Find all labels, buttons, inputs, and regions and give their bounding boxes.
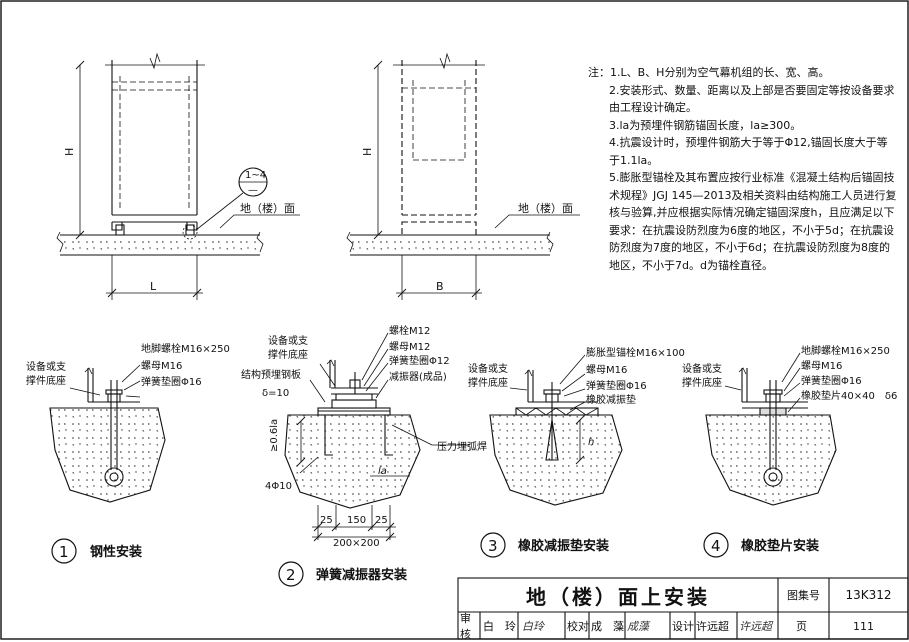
notes-block: 注： 1.L、B、H分别为空气幕机组的长、宽、高。 2.安装形式、数量、距离以及… bbox=[588, 64, 898, 274]
front-floor-label: 地（楼）面 bbox=[240, 201, 295, 215]
d2-la: la bbox=[378, 466, 387, 477]
review-name: 白 玲 bbox=[483, 620, 516, 633]
d2-label-2: 螺母M12 bbox=[389, 341, 430, 353]
d1-base-2: 撑件底座 bbox=[26, 374, 66, 387]
d2-label-1: 螺栓M12 bbox=[389, 324, 430, 337]
callout-top: 1~4 bbox=[245, 170, 266, 181]
d3-base-1: 设备或支 bbox=[468, 362, 508, 375]
page-label: 页 bbox=[796, 620, 807, 633]
d2-depth: ≥0.6la bbox=[269, 419, 280, 452]
note-4: 4.抗震设计时，预埋件钢筋大于等于Φ12,锚固长度大于等于1.1la。 bbox=[609, 136, 888, 167]
side-dim-b: B bbox=[436, 280, 444, 293]
caption-4: 4 橡胶垫片安装 bbox=[703, 532, 819, 558]
page-number: 111 bbox=[853, 619, 874, 633]
d2-total: 200×200 bbox=[333, 538, 380, 549]
detail-3-drawing bbox=[489, 354, 623, 506]
drawing-title: 地（楼）面上安装 bbox=[526, 584, 710, 609]
svg-text:钢性安装: 钢性安装 bbox=[90, 544, 142, 560]
d3-base-2: 撑件底座 bbox=[468, 376, 508, 389]
title-block: 地（楼）面上安装 图集号 13K312 审核 白 玲 白玲 校对 成 藻 成藻 … bbox=[458, 578, 908, 642]
d3-depth: h bbox=[588, 437, 594, 448]
design-name: 许远超 bbox=[696, 620, 729, 633]
detail-2-drawing bbox=[284, 332, 470, 542]
atlas-number: 13K312 bbox=[845, 588, 892, 602]
svg-text:橡胶减振垫安装: 橡胶减振垫安装 bbox=[518, 538, 609, 554]
d3-label-1: 膨胀型锚栓M16×100 bbox=[586, 346, 685, 359]
svg-text:弹簧减振器安装: 弹簧减振器安装 bbox=[316, 567, 407, 583]
svg-text:1: 1 bbox=[59, 543, 69, 561]
check-key: 校对 bbox=[567, 620, 589, 633]
d4-label-4: 橡胶垫片40×40 δ6 bbox=[801, 389, 897, 402]
title-block-frame bbox=[457, 577, 909, 640]
detail-1-drawing bbox=[49, 364, 166, 503]
d4-label-2: 螺母M16 bbox=[801, 360, 842, 372]
d2-dim-1: 25 bbox=[320, 515, 333, 526]
d2-weld: 压力埋弧焊 bbox=[437, 440, 487, 453]
caption-2: 2 弹簧减振器安装 bbox=[278, 561, 407, 587]
side-view bbox=[346, 52, 580, 300]
d1-base-1: 设备或支 bbox=[26, 360, 66, 373]
front-dim-h: H bbox=[63, 148, 76, 156]
atlas-label: 图集号 bbox=[787, 589, 820, 602]
d4-base-2: 撑件底座 bbox=[682, 376, 722, 389]
svg-text:3: 3 bbox=[488, 537, 498, 555]
svg-text:4: 4 bbox=[711, 537, 721, 555]
d2-dim-3: 25 bbox=[375, 515, 388, 526]
note-5: 5.膨胀型锚栓及其布置应按行业标准《混凝土结构后锚固技术规程》JGJ 145—2… bbox=[609, 171, 897, 272]
d2-delta: δ=10 bbox=[262, 388, 289, 399]
d2-rebar: 4Φ10 bbox=[265, 481, 292, 492]
side-dim-h: H bbox=[361, 148, 374, 156]
d2-plate: 结构预埋钢板 bbox=[241, 368, 301, 381]
d1-label-1: 地脚螺栓M16×250 bbox=[141, 342, 230, 355]
check-name: 成 藻 bbox=[591, 620, 624, 633]
d4-base-1: 设备或支 bbox=[682, 362, 722, 375]
review-key: 审核 bbox=[460, 612, 471, 641]
detail-4-drawing bbox=[705, 352, 837, 506]
svg-text:橡胶垫片安装: 橡胶垫片安装 bbox=[741, 538, 819, 554]
d2-base-2: 撑件底座 bbox=[268, 348, 308, 361]
callout-bottom: — bbox=[248, 185, 258, 196]
note-2: 2.安装形式、数量、距离以及上部是否要固定等按设备要求由工程设计确定。 bbox=[609, 83, 895, 115]
d2-label-3: 弹簧垫圈Φ12 bbox=[389, 354, 450, 367]
front-view bbox=[56, 52, 300, 300]
d4-label-1: 地脚螺栓M16×250 bbox=[801, 344, 890, 357]
front-dim-l: L bbox=[150, 280, 157, 293]
d3-label-4: 橡胶减振垫 bbox=[586, 393, 636, 406]
d3-label-3: 弹簧垫圈Φ16 bbox=[586, 379, 647, 392]
d4-label-3: 弹簧垫圈Φ16 bbox=[801, 374, 862, 387]
design-key: 设计 bbox=[672, 620, 694, 633]
notes-heading: 注： bbox=[588, 66, 610, 79]
d2-base-1: 设备或支 bbox=[268, 334, 308, 347]
caption-1: 1 钢性安装 bbox=[51, 538, 142, 564]
d3-label-2: 螺母M16 bbox=[586, 364, 627, 376]
check-signature: 成藻 bbox=[627, 620, 649, 633]
d1-label-2: 螺母M16 bbox=[141, 360, 182, 372]
svg-text:2: 2 bbox=[286, 566, 296, 584]
d2-dim-2: 150 bbox=[347, 515, 366, 526]
note-1: 1.L、B、H分别为空气幕机组的长、宽、高。 bbox=[610, 66, 830, 79]
design-signature: 许远超 bbox=[739, 620, 772, 633]
side-floor-label: 地（楼）面 bbox=[518, 201, 573, 215]
d1-label-3: 弹簧垫圈Φ16 bbox=[141, 375, 202, 388]
review-signature: 白玲 bbox=[522, 620, 544, 633]
note-3: 3.la为预埋件钢筋锚固长度，la≥300。 bbox=[609, 118, 802, 132]
caption-3: 3 橡胶减振垫安装 bbox=[480, 532, 609, 558]
d2-label-4: 减振器(成品) bbox=[389, 370, 447, 383]
